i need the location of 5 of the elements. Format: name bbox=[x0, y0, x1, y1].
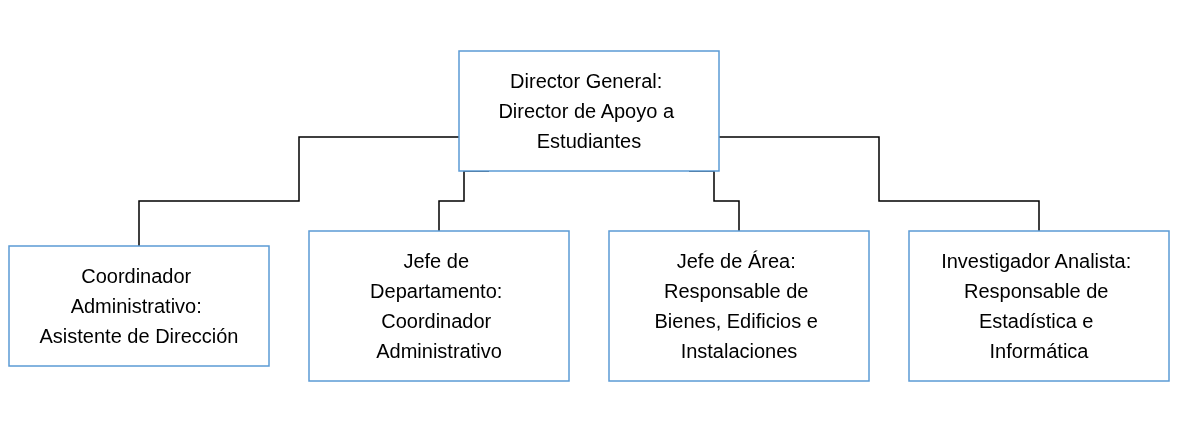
node-box: Jefe de Departamento: Coordinador Administrativo bbox=[307, 230, 570, 382]
node-box: Jefe de Área: Responsable de Bienes, Edificios e Instalaciones bbox=[607, 230, 870, 382]
node-box: Investigador Analista: Responsable de Estadística e Informática bbox=[907, 230, 1170, 382]
node-box: Director General: Director de Apoyo a Estudiantes bbox=[457, 50, 720, 172]
node-box: Coordinador Administrativo: Asistente de Dirección bbox=[7, 245, 270, 367]
